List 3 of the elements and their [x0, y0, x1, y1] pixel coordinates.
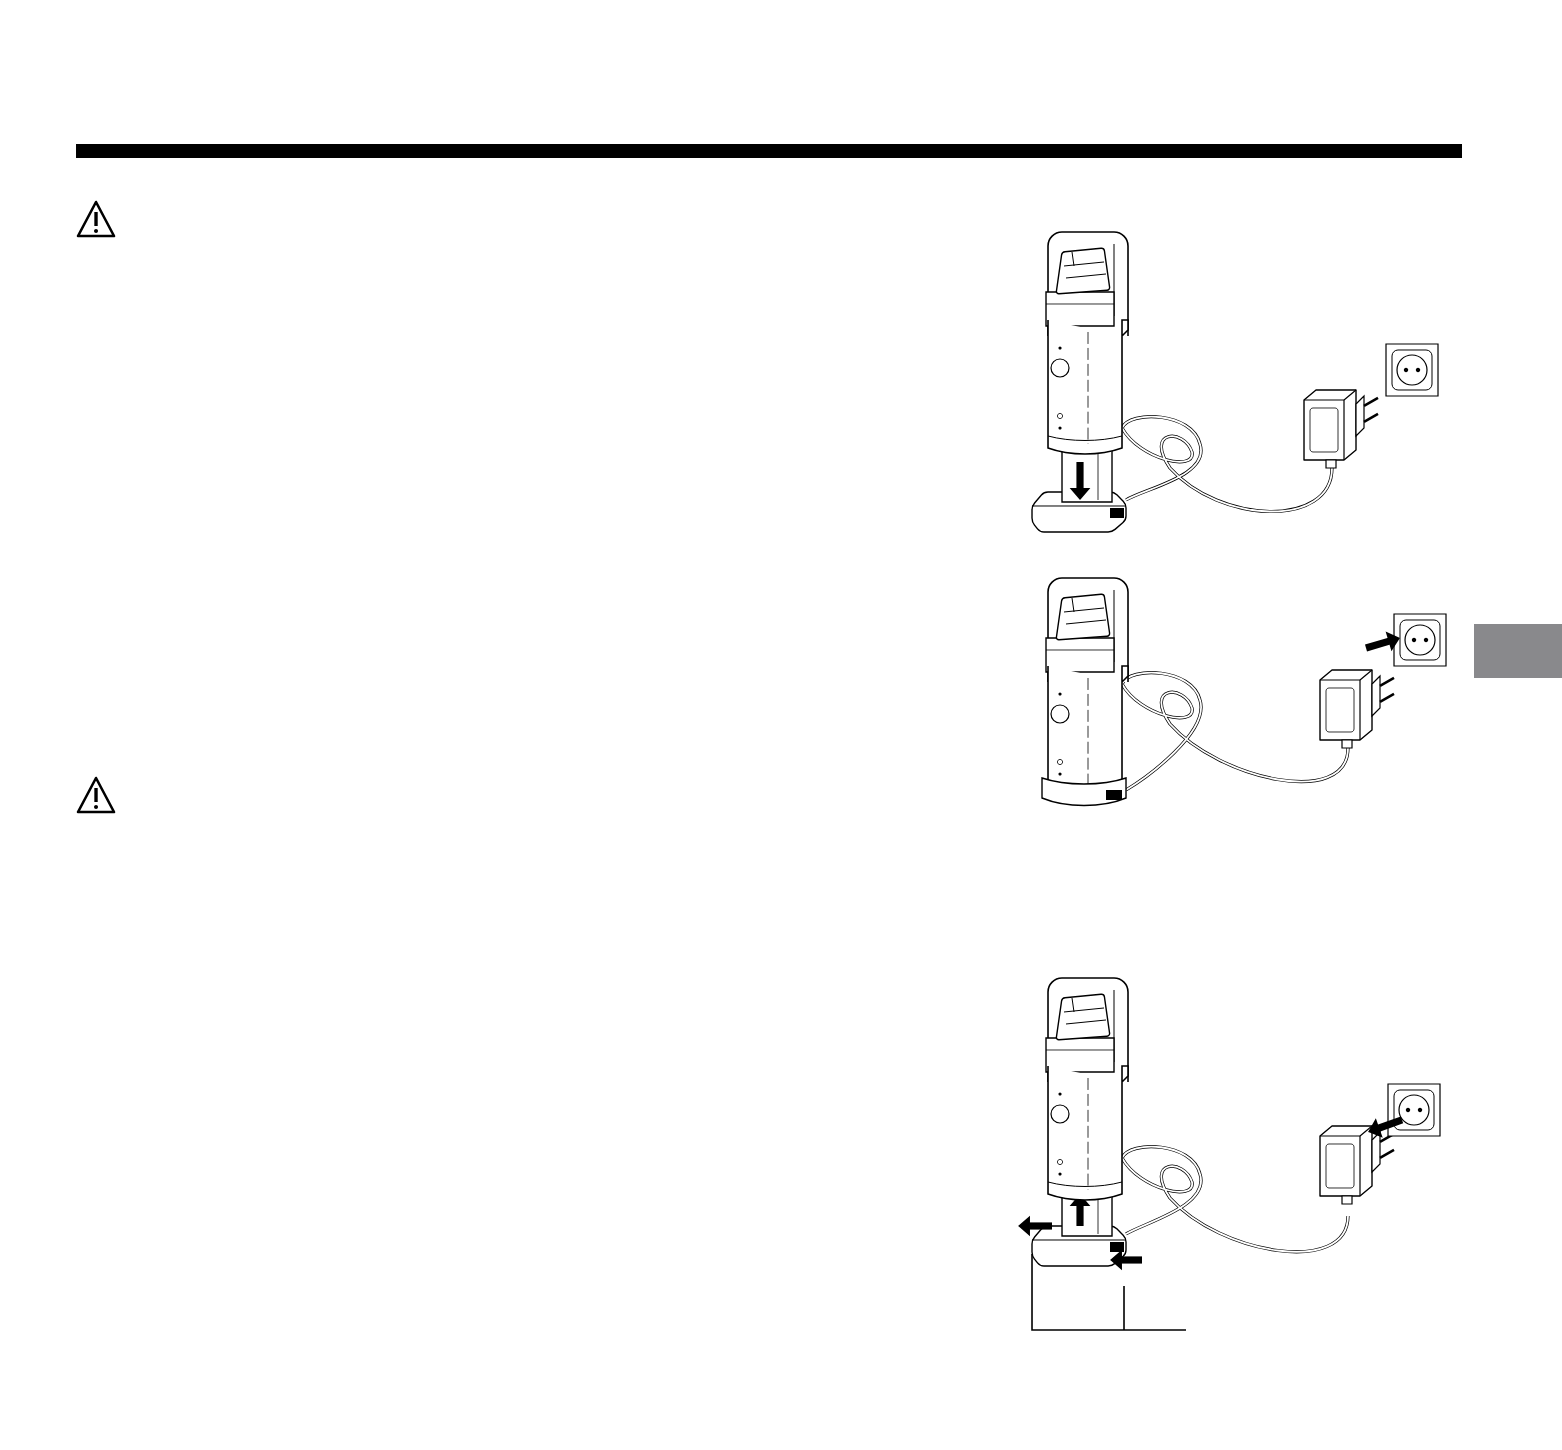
device-illustration	[1031, 231, 1439, 533]
device-illustration	[1041, 577, 1447, 807]
device-illustration	[1018, 977, 1441, 1271]
